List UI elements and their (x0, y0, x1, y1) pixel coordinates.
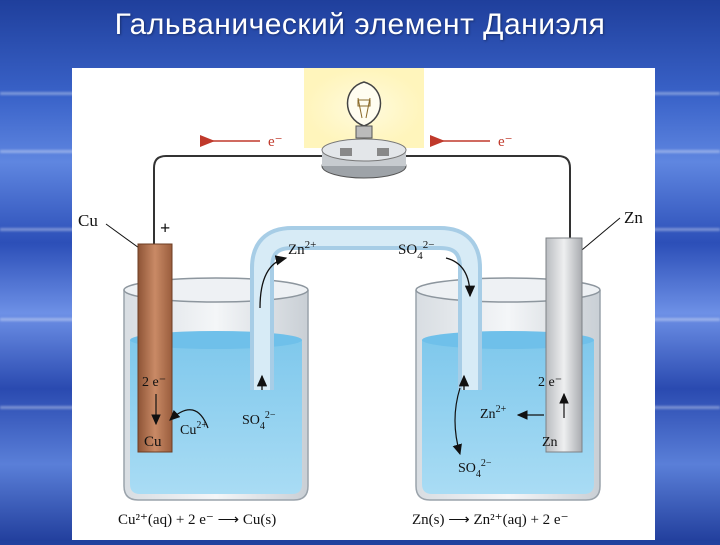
plus-sign: + (160, 218, 170, 238)
daniell-cell-figure: e⁻ e⁻ Cu + Zn Zn2+ SO42− 2 e⁻ Cu Cu2+ (72, 68, 655, 540)
left-cu2-arrow (169, 409, 209, 429)
left-cu-label: Cu (144, 434, 162, 450)
right-so4-label: SO42− (458, 458, 492, 480)
light-bulb-icon (321, 81, 407, 179)
label-zn: Zn (624, 208, 643, 227)
right-so4-arrow (452, 387, 462, 456)
slide-title: Гальванический элемент Даниэля (114, 8, 606, 41)
equation-left: Cu²⁺(aq) + 2 e⁻ ⟶ Cu(s) (118, 512, 276, 528)
wire-left (153, 155, 324, 253)
bridge-cation-label: Zn2+ (288, 239, 316, 258)
electron-label-left: e⁻ (268, 134, 283, 150)
right-zn2-label: Zn2+ (480, 404, 507, 422)
electron-label-right: e⁻ (498, 134, 513, 150)
equation-right: Zn(s) ⟶ Zn²⁺(aq) + 2 e⁻ (412, 512, 569, 528)
bridge-anion-label: SO42− (398, 239, 434, 262)
zinc-electrode (545, 237, 583, 453)
copper-electrode (137, 243, 173, 453)
bridge-arrow-left (259, 255, 288, 309)
left-so4-label: SO42− (242, 410, 276, 432)
wire-right (404, 155, 571, 246)
right-2e-label: 2 e⁻ (538, 375, 562, 390)
label-cu: Cu (78, 211, 98, 230)
left-cu2-label: Cu2+ (180, 420, 207, 438)
right-zn-label: Zn (542, 435, 558, 450)
bridge-arrow-right (445, 257, 476, 298)
left-2e-label: 2 e⁻ (142, 375, 166, 390)
daniell-cell-diagram: e⁻ e⁻ Cu + Zn Zn2+ SO42− 2 e⁻ Cu Cu2+ (78, 68, 643, 528)
